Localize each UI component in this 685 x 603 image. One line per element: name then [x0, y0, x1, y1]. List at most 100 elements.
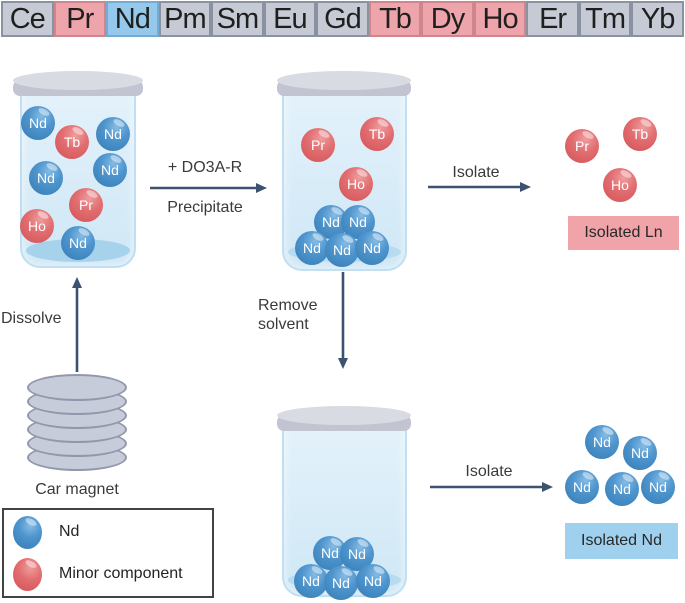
- legend-item: Minor component: [13, 557, 212, 591]
- legend-sphere-icon: [13, 557, 42, 591]
- isolated-ln-badge: Isolated Ln: [568, 216, 679, 250]
- sphere-label: Nd: [303, 240, 321, 256]
- sphere-label: Nd: [631, 445, 649, 461]
- dissolve-label: Dissolve: [1, 310, 62, 327]
- element-cell: Pr: [53, 1, 107, 37]
- legend-item: Nd: [13, 515, 212, 549]
- sphere-label: Nd: [593, 434, 611, 450]
- element-sphere: Nd: [295, 231, 329, 265]
- magnet-disc: [27, 374, 127, 401]
- element-symbol: Nd: [114, 2, 151, 35]
- sphere-label: Nd: [37, 170, 55, 186]
- element-cell: Er: [526, 1, 579, 37]
- element-sphere: Pr: [69, 188, 103, 222]
- element-symbol: Gd: [324, 2, 362, 35]
- sphere-label: Tb: [63, 134, 81, 150]
- element-symbol: Pm: [164, 2, 206, 35]
- element-symbol: Ho: [482, 2, 519, 35]
- sphere-label: Nd: [322, 214, 340, 230]
- sphere-label: Ho: [28, 218, 46, 234]
- element-sphere: Tb: [55, 125, 89, 159]
- element-sphere: Ho: [339, 167, 373, 201]
- element-symbol: Pr: [66, 2, 94, 35]
- periodic-strip: Ce Pr Nd Pm Sm Eu Gd Tb Dy Ho Er Tm: [1, 1, 684, 37]
- element-cell: Tb: [368, 1, 422, 37]
- sphere-label: Nd: [104, 126, 122, 142]
- element-symbol: Sm: [216, 2, 259, 35]
- legend-label: Minor component: [59, 565, 183, 582]
- remove-solvent-line2: solvent: [258, 316, 309, 333]
- legend-sphere-icon: [13, 515, 42, 549]
- sphere-label: Nd: [363, 240, 381, 256]
- element-cell: Sm: [211, 1, 264, 37]
- element-sphere: Nd: [29, 161, 63, 195]
- element-sphere: Nd: [61, 226, 95, 260]
- sphere-label: Nd: [332, 575, 350, 591]
- element-cell: Yb: [631, 1, 684, 37]
- element-sphere: Nd: [96, 117, 130, 151]
- element-sphere: Tb: [360, 117, 394, 151]
- sphere-label: Ho: [611, 177, 629, 193]
- precipitated-vial-cap: [277, 71, 411, 96]
- sphere-label: Nd: [29, 115, 47, 131]
- element-symbol: Tm: [585, 2, 626, 35]
- element-sphere: Ho: [603, 168, 637, 202]
- sphere-label: Nd: [649, 479, 667, 495]
- element-sphere: Ho: [20, 209, 54, 243]
- element-cell: Ce: [1, 1, 54, 37]
- element-sphere: Tb: [623, 117, 657, 151]
- element-sphere: Nd: [585, 425, 619, 459]
- element-sphere: Pr: [301, 128, 335, 162]
- sphere-label: Ho: [347, 176, 365, 192]
- legend-label: Nd: [59, 523, 80, 540]
- sphere-label: Tb: [368, 126, 386, 142]
- sphere-label: Nd: [364, 573, 382, 589]
- element-cell: Ho: [473, 1, 527, 37]
- element-symbol: Tb: [379, 2, 412, 35]
- element-symbol: Ce: [9, 2, 46, 35]
- element-cell: Nd: [106, 1, 159, 37]
- sphere-label: Nd: [101, 162, 119, 178]
- sphere-label: Pr: [79, 197, 93, 213]
- element-symbol: Dy: [430, 2, 465, 35]
- element-sphere: Nd: [623, 436, 657, 470]
- sphere-label: Nd: [302, 573, 320, 589]
- sphere-label: Tb: [631, 126, 649, 142]
- element-symbol: Er: [539, 2, 567, 35]
- isolate-bottom-label: Isolate: [465, 463, 513, 480]
- sphere-label: Nd: [613, 481, 631, 497]
- element-cell: Gd: [316, 1, 369, 37]
- remove-solvent-label: Remove solvent: [258, 296, 338, 334]
- element-sphere: Pr: [565, 129, 599, 163]
- sphere-label: Nd: [69, 235, 87, 251]
- element-sphere: Nd: [21, 106, 55, 140]
- sphere-label: Pr: [311, 137, 325, 153]
- element-sphere: Nd: [324, 566, 358, 600]
- element-cell: Eu: [263, 1, 317, 37]
- element-sphere: Nd: [93, 153, 127, 187]
- element-sphere: Nd: [325, 233, 359, 267]
- sphere-label: Nd: [333, 242, 351, 258]
- element-sphere: Nd: [294, 564, 328, 598]
- sphere-label: Pr: [575, 138, 589, 154]
- element-sphere: Nd: [641, 470, 675, 504]
- sphere-label: Nd: [573, 479, 591, 495]
- mixture-vial-cap: [13, 71, 143, 96]
- element-symbol: Eu: [273, 2, 307, 35]
- element-sphere: Nd: [356, 564, 390, 598]
- car-magnet-label: Car magnet: [35, 481, 119, 498]
- element-symbol: Yb: [640, 2, 675, 35]
- sphere-label: Nd: [349, 214, 367, 230]
- solvent-removed-vial-cap: [277, 406, 411, 431]
- isolated-nd-badge: Isolated Nd: [565, 523, 678, 559]
- precipitate-label: Precipitate: [167, 199, 243, 216]
- element-sphere: Nd: [565, 470, 599, 504]
- sphere-label: Nd: [321, 545, 339, 561]
- isolate-top-label: Isolate: [452, 164, 500, 181]
- element-sphere: Nd: [605, 472, 639, 506]
- element-cell: Dy: [421, 1, 474, 37]
- sphere-label: Nd: [348, 546, 366, 562]
- remove-solvent-line1: Remove: [258, 297, 318, 314]
- element-sphere: Nd: [340, 537, 374, 571]
